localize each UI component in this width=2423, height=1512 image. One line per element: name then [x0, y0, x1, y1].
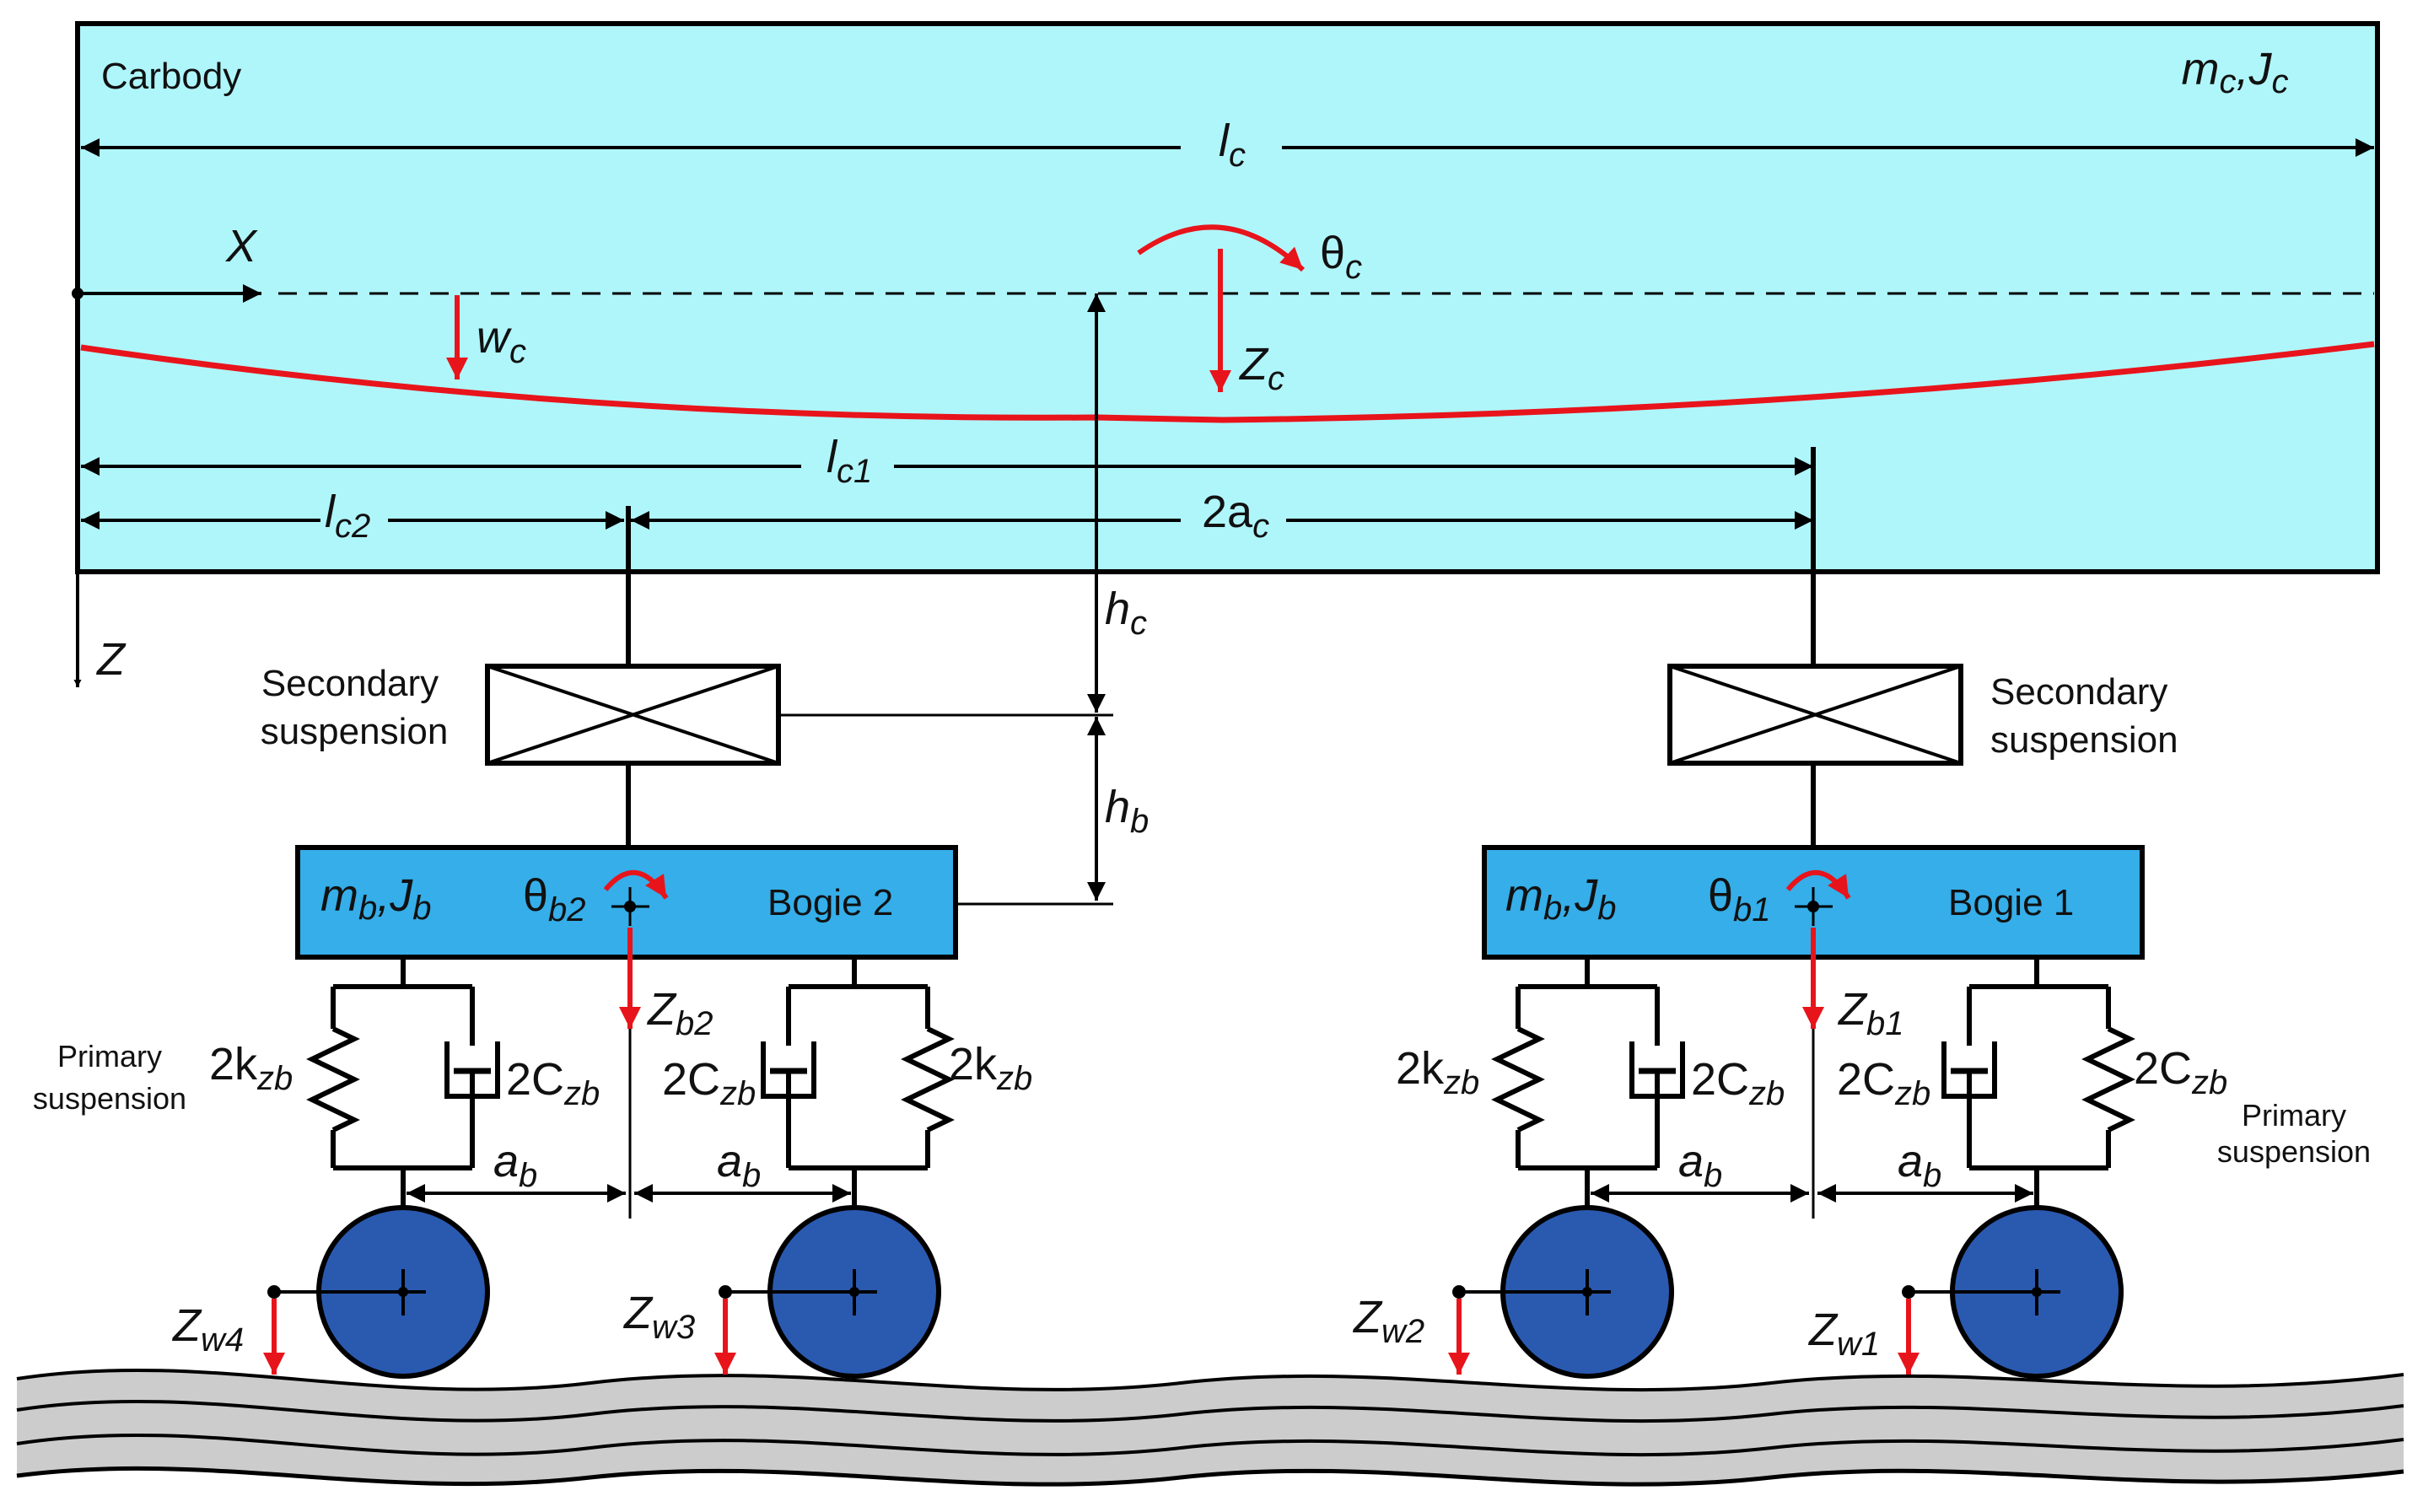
primary-label-right-2: suspension	[2217, 1134, 2371, 1169]
x-axis-label: X	[224, 221, 258, 272]
carbody-inertia-symbol: J	[2248, 44, 2273, 94]
primary-suspension-bogie2-right	[761, 957, 955, 1214]
secondary-suspension-right	[1667, 664, 1963, 766]
bogie-2-name: Bogie 2	[767, 882, 893, 923]
spring-label-b1-left: 2kzb	[1396, 1043, 1479, 1101]
z-axis-label: Z	[95, 634, 127, 685]
carbody-mass-symbol: m	[2182, 44, 2220, 94]
spring-label-b1-right: 2Czb	[2134, 1043, 2227, 1101]
damper-label-b1-right: 2Czb	[1837, 1054, 1930, 1112]
carbody-inertia-subscript: c	[2272, 63, 2289, 100]
carbody-mass-inertia: mc,Jc	[2182, 44, 2289, 100]
carbody-mass-subscript: c	[2219, 63, 2236, 100]
wheel-1-label: Zw1	[1807, 1305, 1880, 1363]
wheel-2-label: Zw2	[1352, 1292, 1424, 1350]
wheel-3	[719, 1205, 941, 1379]
deflection-label: wc	[477, 312, 526, 370]
carbody-pitch-arrow	[1137, 224, 1306, 272]
secondary-label-right-2: suspension	[1990, 719, 2178, 761]
carbody-length-label: lc	[1219, 116, 1246, 174]
damper-label-b1-left: 2Czb	[1691, 1054, 1785, 1112]
bogie-2-pitch-arrow	[603, 869, 669, 900]
bogie-2-bounce-label: Zb2	[646, 984, 713, 1042]
secondary-label-left-1: Secondary	[261, 663, 439, 704]
carbody-bounce-label: Zc	[1238, 339, 1284, 397]
bogie-1-bounce-label: Zb1	[1837, 984, 1904, 1042]
ab-label-b2-right: ab	[717, 1136, 761, 1194]
bogie-2-frame	[295, 845, 958, 960]
bogie-2-mass-inertia: mb,Jb	[320, 870, 432, 927]
damper-label-b2-left: 2Czb	[506, 1054, 600, 1112]
secondary-suspension-left	[485, 664, 781, 766]
primary-suspension-bogie1-left	[1491, 957, 1685, 1214]
bogie-1-pitch-label: θb1	[1708, 870, 1771, 928]
ab-label-b1-left: ab	[1678, 1136, 1722, 1194]
hb-label: hb	[1105, 782, 1149, 840]
damper-label-b2-right: 2Czb	[662, 1054, 756, 1112]
hc-label: hc	[1105, 584, 1147, 642]
carbody-pitch-label: θc	[1320, 228, 1362, 286]
span-label: 2ac	[1202, 487, 1269, 545]
carbody-deflection-curve	[80, 341, 2375, 423]
primary-label-left-2: suspension	[33, 1081, 186, 1116]
spring-label-b2-left: 2kzb	[209, 1039, 293, 1097]
lc2-label: lc2	[325, 487, 370, 545]
carbody-name: Carbody	[101, 56, 241, 97]
spring-label-b2-right: 2kzb	[949, 1039, 1032, 1097]
wheel-3-label: Zw3	[622, 1288, 695, 1346]
bogie-2-center	[611, 887, 649, 926]
track	[16, 1368, 2404, 1487]
primary-label-right-1: Primary	[2242, 1098, 2346, 1133]
ab-label-b2-left: ab	[493, 1136, 537, 1194]
primary-label-left-1: Primary	[57, 1039, 162, 1073]
ab-label-b1-right: ab	[1898, 1136, 1941, 1194]
primary-suspension-bogie2-left	[306, 957, 500, 1214]
wheel-2	[1452, 1205, 1674, 1379]
secondary-label-right-1: Secondary	[1990, 671, 2167, 713]
bogie-1-pitch-arrow	[1785, 869, 1851, 900]
lc1-label: lc1	[827, 432, 872, 490]
carbody-body	[75, 21, 2380, 574]
bogie-1-mass-inertia: mb,Jb	[1505, 870, 1617, 927]
bogie-1-name: Bogie 1	[1948, 882, 2074, 923]
bogie-1-center	[1795, 887, 1833, 926]
wheel-4-label: Zw4	[171, 1300, 244, 1359]
wheel-4	[267, 1205, 490, 1379]
primary-suspension-bogie1-right	[1941, 957, 2135, 1214]
wheel-1	[1902, 1205, 2124, 1379]
secondary-label-left-2: suspension	[261, 711, 449, 752]
bogie-2-pitch-label: θb2	[523, 870, 586, 928]
